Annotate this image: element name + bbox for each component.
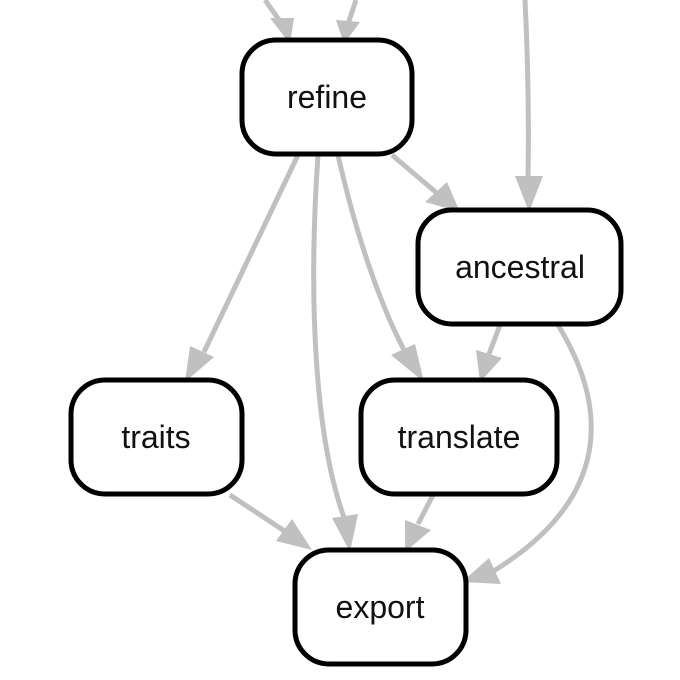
node-label: export [336, 589, 425, 625]
edge-offscreen-top-to-ancestral [522, 0, 531, 181]
arrowhead [462, 558, 501, 584]
edge-refine-to-export [311, 154, 348, 521]
node-traits[interactable]: traits [68, 377, 245, 497]
arrowhead [476, 350, 502, 382]
node-translate[interactable]: translate [358, 377, 560, 497]
edge-translate-to-export [415, 493, 436, 526]
edge-offscreen-left-2-to-refine [345, 0, 359, 25]
edge-traits-to-export [228, 492, 288, 535]
node-label: translate [398, 419, 521, 455]
arrowhead [185, 346, 214, 382]
node-refine[interactable]: refine [239, 37, 415, 157]
edge-refine-to-traits [201, 153, 301, 354]
edge-ancestral-to-translate [486, 324, 503, 355]
node-box [239, 37, 415, 157]
node-export[interactable]: export [292, 547, 469, 667]
node-box [68, 377, 245, 497]
node-label: traits [121, 419, 190, 455]
node-label: refine [287, 79, 367, 115]
edge-refine-to-ancestral [390, 153, 440, 196]
node-label: ancestral [455, 249, 585, 285]
node-box [292, 547, 469, 667]
edge-ancestral-to-export [490, 323, 594, 575]
node-box [415, 207, 624, 327]
arrowhead [332, 514, 358, 552]
arrowhead [276, 519, 312, 550]
arrowhead [425, 182, 460, 212]
edge-refine-to-translate [335, 154, 407, 352]
node-box [358, 377, 560, 497]
arrowhead [405, 520, 431, 552]
node-ancestral[interactable]: ancestral [415, 207, 624, 327]
edges [185, 0, 594, 584]
arrowhead [391, 344, 424, 382]
arrowhead [515, 176, 543, 212]
